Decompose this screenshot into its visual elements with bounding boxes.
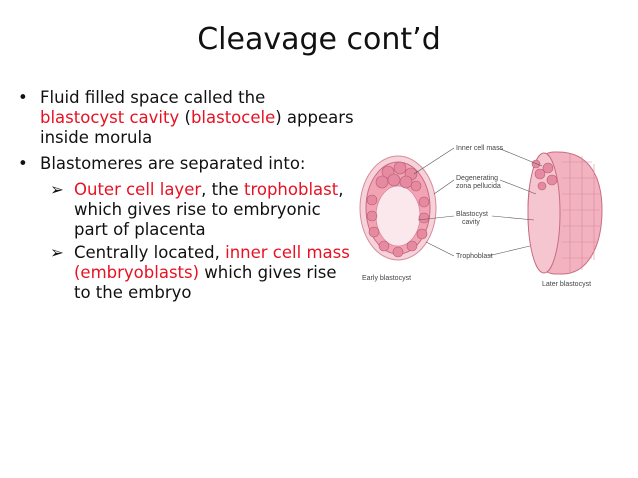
term-outer-cell-layer: Outer cell layer [74, 180, 202, 199]
bullet-text: , which gives rise to embryonic part of … [74, 180, 344, 239]
bullet-list: • Fluid filled space called the blastocys… [14, 88, 354, 306]
label-degenerating: Degenerating [456, 175, 498, 182]
subbullet-inner-cell-mass: ➢ Centrally located, inner cell mass (emb… [14, 243, 354, 303]
bullet-text: ( [179, 108, 191, 127]
term-blastocyst-cavity: blastocyst cavity [40, 108, 180, 127]
label-inner-cell-mass: Inner cell mass [456, 145, 504, 152]
label-trophoblast: Trophoblast [456, 253, 493, 260]
blastocyst-figure: Inner cell mass Degenerating zona pelluc… [359, 145, 603, 288]
bullet-text: ) appears inside morula [40, 108, 354, 147]
slide-title: Cleavage cont’d [197, 22, 441, 57]
arrow-bullet-icon: ➢ [50, 180, 64, 199]
bullet-marker: • [18, 154, 28, 173]
label-zona-pellucida: zona pellucida [456, 183, 501, 190]
early-blastocyst-drawing [359, 155, 437, 261]
subbullet-trophoblast: ➢ Outer cell layer, the trophoblast, whic… [14, 180, 354, 240]
later-blastocyst-drawing [527, 151, 603, 275]
bullet-text: Fluid filled space called the [40, 88, 266, 107]
bullet-text: , the [201, 180, 244, 199]
bullet-blastocyst-cavity: • Fluid filled space called the blastocys… [14, 88, 354, 148]
label-early-blastocyst: Early blastocyst [362, 275, 411, 282]
bullet-text: Blastomeres are separated into: [40, 154, 306, 173]
term-blastocele: blastocele [190, 108, 276, 127]
label-leaders [413, 147, 543, 257]
bullet-marker: • [18, 88, 28, 107]
bullet-text: Centrally located, [74, 243, 226, 262]
arrow-bullet-icon: ➢ [50, 243, 64, 262]
bullet-text: which gives rise to the embryo [74, 263, 337, 302]
label-cavity: cavity [462, 219, 480, 226]
figure-labels: Inner cell mass Degenerating zona pelluc… [362, 145, 591, 288]
term-trophoblast: trophoblast [243, 180, 339, 199]
label-blastocyst: Blastocyst [456, 211, 488, 218]
term-inner-cell-mass: inner cell mass (embryoblasts) [74, 243, 350, 282]
label-later-blastocyst: Later blastocyst [542, 281, 591, 288]
bullet-blastomeres: • Blastomeres are separated into: [14, 154, 354, 174]
